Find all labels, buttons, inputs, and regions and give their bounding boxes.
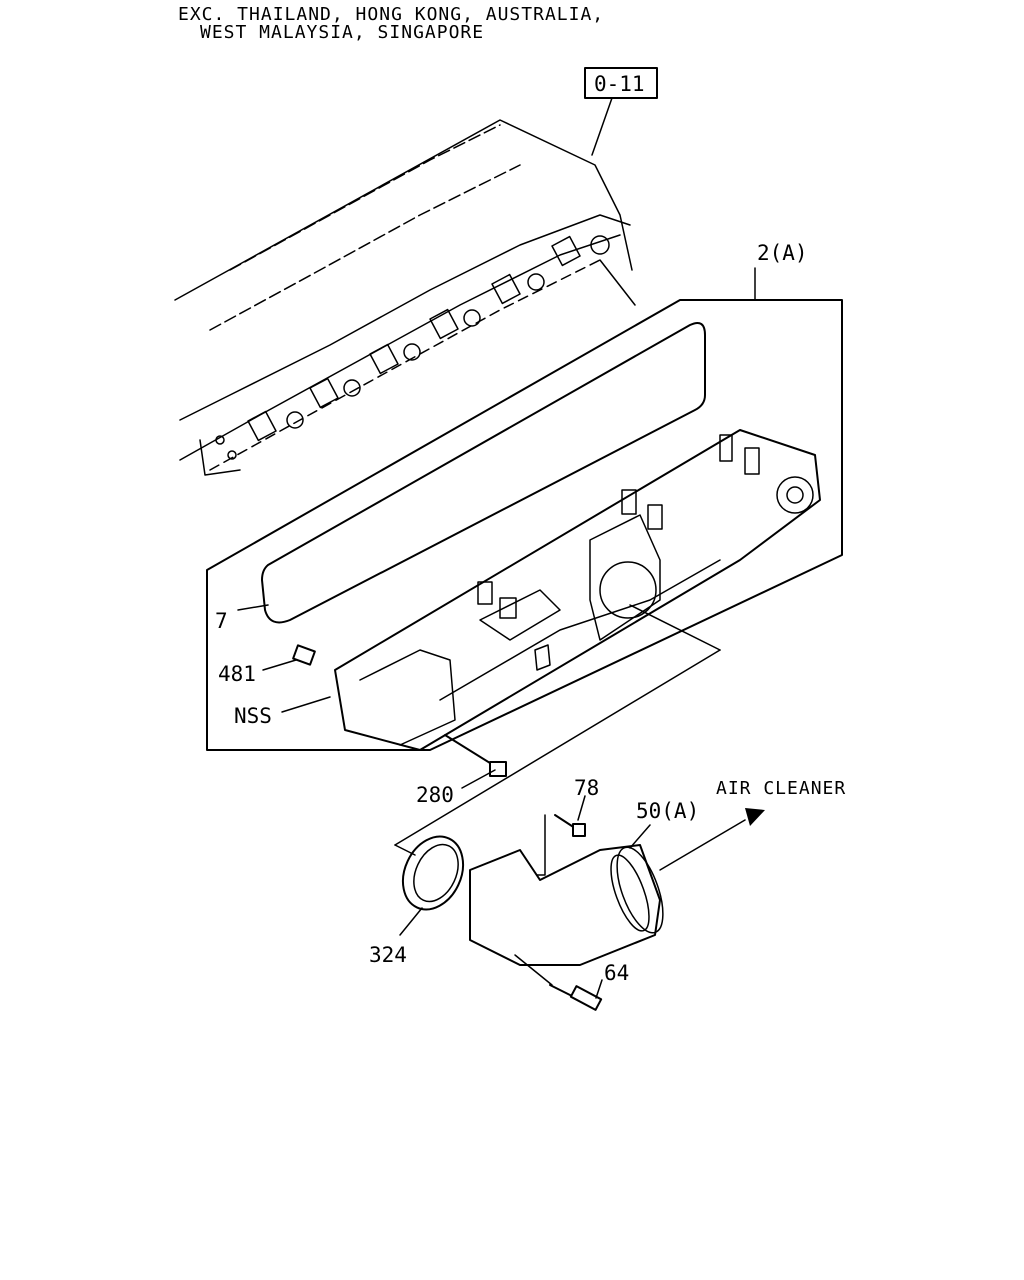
gasket[interactable]	[261, 322, 706, 624]
header-line-2: WEST MALAYSIA, SINGAPORE	[200, 22, 484, 43]
air-cleaner-label: AIR CLEANER	[716, 778, 846, 799]
callout-duct: 50(A)	[636, 799, 699, 823]
callout-plug: 481	[218, 662, 256, 686]
reference-box[interactable]: 0-11	[584, 67, 658, 156]
intake-manifold[interactable]	[334, 429, 821, 846]
leader-gasket	[237, 604, 269, 611]
reference-box-label: 0-11	[594, 72, 645, 96]
group-bracket	[206, 267, 843, 751]
leader-duct	[629, 824, 651, 849]
bolt-280[interactable]	[444, 734, 507, 777]
leader-ring	[399, 907, 423, 936]
plug[interactable]	[292, 644, 316, 666]
leader-stud	[595, 979, 603, 999]
callout-bolt-280: 280	[416, 783, 454, 807]
leader-manifold	[281, 696, 331, 713]
air-duct[interactable]	[469, 808, 765, 966]
callout-gasket: 7	[215, 609, 228, 633]
header-line-1: EXC. THAILAND, HONG KONG, AUSTRALIA,	[178, 4, 604, 25]
callout-bolt-78: 78	[574, 776, 599, 800]
seal-ring[interactable]	[392, 827, 475, 920]
cylinder-head	[174, 119, 636, 476]
leader-plug	[262, 659, 297, 671]
stud-64[interactable]	[514, 954, 603, 1011]
callout-manifold: NSS	[234, 704, 272, 728]
callout-group: 2(A)	[757, 241, 808, 265]
callout-stud: 64	[604, 961, 629, 985]
leader-bolt-78	[577, 795, 586, 821]
callout-ring: 324	[369, 943, 407, 967]
leader-bolt-280	[461, 769, 496, 789]
